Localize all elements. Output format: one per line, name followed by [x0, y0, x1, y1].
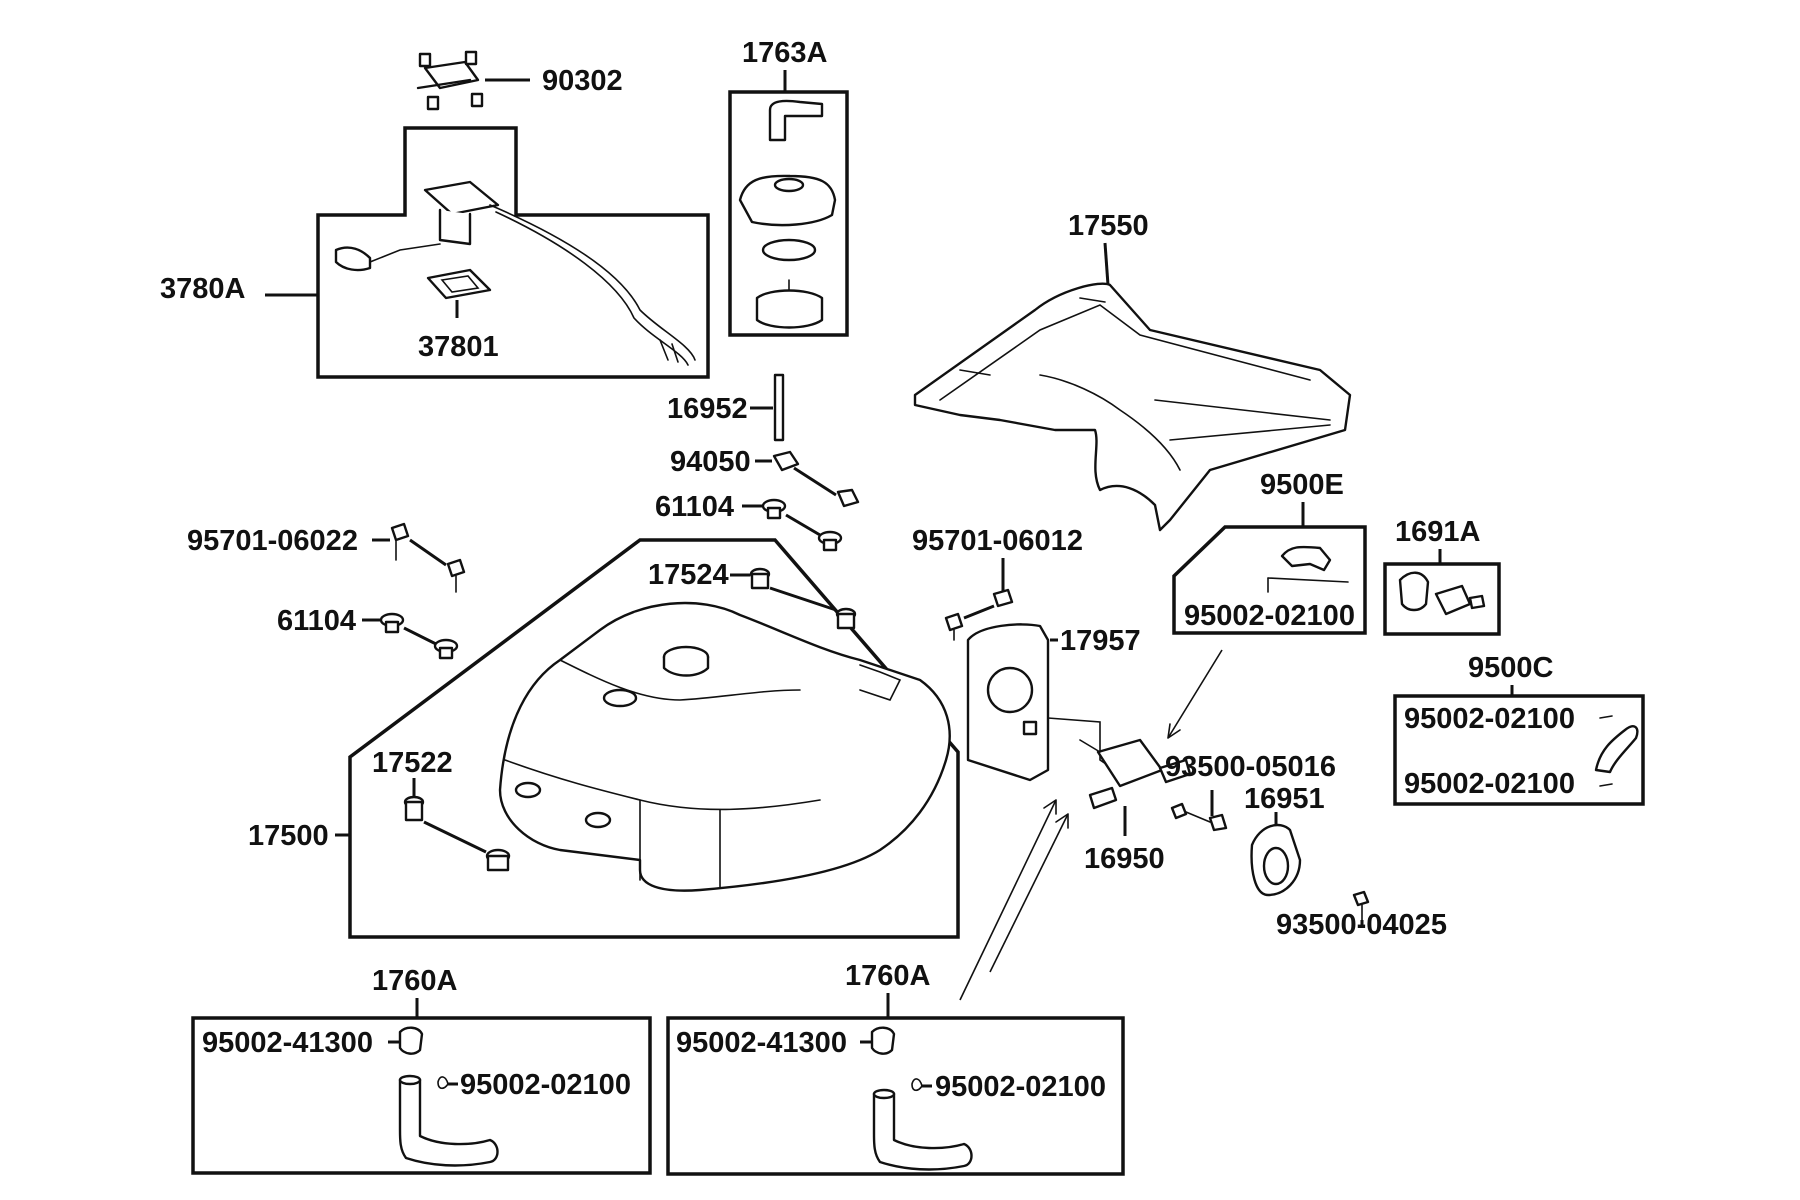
part-61104-collars-b: 61104	[277, 605, 459, 660]
part-17522-grommets: 17522	[372, 747, 511, 872]
label-61104-a: 61104	[655, 491, 734, 523]
label-9500C: 9500C	[1468, 652, 1554, 684]
label-1760A-right: 1760A	[845, 960, 931, 992]
part-fuel-cap	[738, 174, 837, 227]
label-93500-04025: 93500-04025	[1276, 909, 1447, 941]
part-17550-frame: 17550	[913, 210, 1352, 532]
group-1760A-right-frame	[666, 1016, 1125, 1176]
part-16951-cap: 16951	[1244, 783, 1325, 897]
part-cap-neck	[755, 289, 824, 329]
group-1691A: 1691A	[1383, 516, 1501, 636]
label-95002-02100-c1: 95002-02100	[1404, 703, 1575, 735]
label-37801: 37801	[418, 331, 499, 363]
label-1763A: 1763A	[742, 37, 828, 69]
label-9500E: 9500E	[1260, 469, 1344, 501]
group-1760A-left: 1760A 95002-41300 95002-02100	[191, 965, 652, 1175]
group-1763A: 1763A	[728, 37, 849, 337]
part-cap-gasket	[761, 238, 817, 262]
assembly-arrows	[959, 649, 1223, 1001]
part-93500-04025-screw: 93500-04025	[1276, 890, 1447, 941]
part-16950-valve: 16950	[1079, 738, 1192, 875]
label-95002-41300-left: 95002-41300	[202, 1027, 373, 1059]
label-17522: 17522	[372, 747, 453, 779]
group-3780A-frame	[316, 126, 710, 379]
label-93500-05016: 93500-05016	[1165, 751, 1336, 783]
part-90302-screws	[416, 50, 484, 111]
label-95002-02100-e: 95002-02100	[1184, 600, 1355, 632]
label-95002-02100-c2: 95002-02100	[1404, 768, 1575, 800]
group-17500: 17500	[248, 538, 960, 939]
part-fuel-pump-unit	[334, 180, 696, 366]
part-fuel-tank	[498, 601, 951, 892]
label-17550: 17550	[1068, 210, 1149, 242]
group-9500E: 9500E 95002-02100	[1172, 469, 1367, 635]
group-9500E-frame	[1172, 525, 1367, 635]
part-93500-05016-screw: 93500-05016	[1165, 751, 1336, 832]
part-16952-pin: 16952	[667, 373, 785, 442]
group-1763A-frame	[728, 90, 849, 337]
label-95701-06022: 95701-06022	[187, 525, 358, 557]
label-16951: 16951	[1244, 783, 1325, 815]
group-1760A-left-frame	[191, 1016, 652, 1175]
part-95701-06022-bolts: 95701-06022	[187, 522, 466, 593]
part-vent-hose	[768, 99, 824, 142]
label-95002-02100-right: 95002-02100	[935, 1071, 1106, 1103]
label-17524: 17524	[648, 559, 729, 591]
label-1760A-left: 1760A	[372, 965, 458, 997]
group-1691A-frame	[1383, 562, 1501, 636]
label-95002-02100-left: 95002-02100	[460, 1069, 631, 1101]
leader-17550	[1103, 242, 1110, 286]
group-1760A-right: 1760A 95002-41300 95002-02100	[666, 960, 1125, 1176]
part-95701-06012-bolts: 95701-06012	[912, 525, 1083, 641]
label-16950: 16950	[1084, 843, 1165, 875]
group-9500C-frame	[1393, 694, 1645, 806]
label-17500: 17500	[248, 820, 329, 852]
label-94050: 94050	[670, 446, 751, 478]
label-95002-41300-right: 95002-41300	[676, 1027, 847, 1059]
label-1691A: 1691A	[1395, 516, 1481, 548]
part-17957-bracket: 17957	[966, 623, 1141, 782]
label-90302: 90302	[542, 65, 623, 97]
part-61104-collars-a: 61104	[655, 491, 843, 552]
part-17524-grommets: 17524	[648, 559, 857, 630]
part-94050-nuts: 94050	[670, 446, 860, 508]
group-9500C: 9500C 95002-02100 95002-02100	[1393, 652, 1645, 806]
label-3780A: 3780A	[160, 273, 246, 305]
label-95701-06012: 95701-06012	[912, 525, 1083, 557]
group-3780A: 90302 37801 3780A	[160, 50, 710, 379]
label-16952: 16952	[667, 393, 748, 425]
label-61104-b: 61104	[277, 605, 356, 637]
part-fuel-cap-center	[773, 177, 805, 193]
label-17957: 17957	[1060, 625, 1141, 657]
group-17500-frame	[348, 538, 960, 939]
part-37801-gasket	[426, 268, 492, 300]
